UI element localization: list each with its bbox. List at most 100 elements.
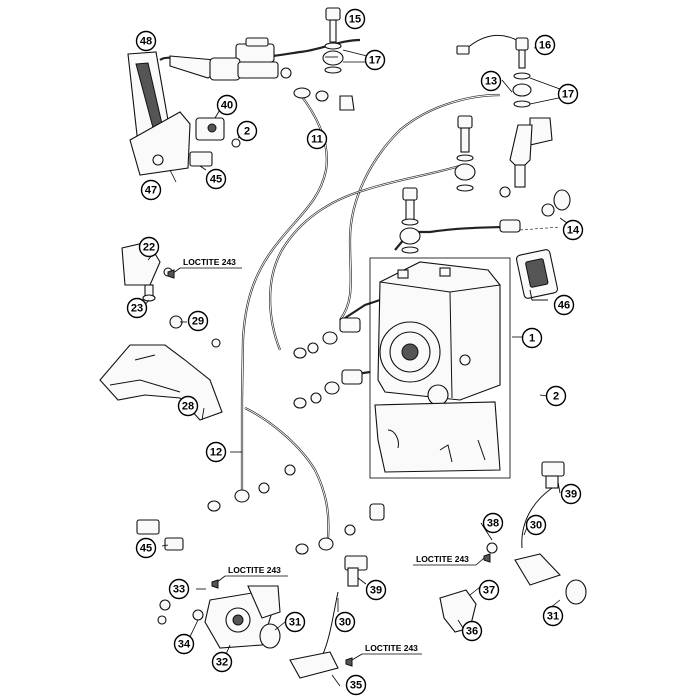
callout-number: 47	[145, 185, 157, 197]
callout-11: 11	[306, 128, 328, 150]
callout-circle	[205, 441, 227, 463]
callout-28: 28	[177, 395, 199, 417]
callout-12: 12	[205, 441, 227, 463]
callout-17: 17	[364, 49, 386, 71]
callout-number: 2	[553, 391, 559, 403]
callout-34: 34	[173, 633, 195, 655]
callout-circle	[187, 310, 209, 332]
callout-circle	[480, 70, 502, 92]
clamp-assembly	[189, 117, 241, 167]
callout-30: 30	[334, 611, 356, 633]
callout-number: 35	[350, 680, 362, 692]
loctite-note-2: LOCTITE 243	[211, 565, 288, 589]
callout-circle	[478, 579, 500, 601]
callout-circle	[216, 94, 238, 116]
callout-circle	[334, 611, 356, 633]
abs-hydraulic-unit	[369, 257, 511, 479]
callout-number: 33	[173, 584, 185, 596]
loctite-label: LOCTITE 243	[365, 643, 418, 653]
callout-number: 45	[140, 543, 152, 555]
callout-number: 45	[210, 174, 222, 186]
callout-39: 39	[365, 579, 387, 601]
pressure-sensor-assembly	[456, 34, 532, 108]
callout-circle	[284, 611, 306, 633]
wheel-speed-sensor-bracket	[99, 241, 223, 421]
callout-number: 36	[466, 626, 478, 638]
callout-circle	[211, 651, 233, 673]
banjo-bolt-assembly-top	[322, 7, 344, 74]
callout-number: 28	[182, 401, 194, 413]
callout-number: 37	[483, 585, 495, 597]
callout-45: 45	[135, 537, 157, 559]
callout-circle	[521, 327, 543, 349]
callout-2: 2	[236, 120, 258, 142]
callout-circle	[344, 8, 366, 30]
hand-guard-bracket	[127, 51, 191, 176]
callout-33: 33	[168, 578, 190, 600]
callout-circle	[135, 30, 157, 52]
callout-circle	[542, 605, 564, 627]
callout-15: 15	[344, 8, 366, 30]
callout-number: 22	[143, 242, 155, 254]
callout-47: 47	[140, 179, 162, 201]
callout-48: 48	[135, 30, 157, 52]
callout-37: 37	[478, 579, 500, 601]
callout-number: 31	[289, 617, 301, 629]
callout-circle	[205, 168, 227, 190]
loctite-label: LOCTITE 243	[228, 565, 281, 575]
callout-number: 16	[539, 40, 551, 52]
callout-number: 2	[244, 126, 250, 138]
callout-circle	[177, 395, 199, 417]
callout-36: 36	[461, 620, 483, 642]
callout-circle	[562, 219, 584, 241]
callout-40: 40	[216, 94, 238, 116]
callout-number: 1	[529, 333, 535, 345]
callout-circle	[173, 633, 195, 655]
callout-circle	[365, 579, 387, 601]
callout-31: 31	[542, 605, 564, 627]
loctite-note-1: LOCTITE 243	[167, 257, 242, 279]
callout-number: 17	[369, 55, 381, 67]
callout-number: 34	[178, 639, 191, 651]
callout-number: 31	[547, 611, 559, 623]
callout-22: 22	[138, 236, 160, 258]
callout-circle	[140, 179, 162, 201]
callout-circle	[482, 512, 504, 534]
callout-circle	[545, 385, 567, 407]
abs-line-fittings	[207, 317, 385, 555]
abs-unit-outline	[369, 257, 511, 479]
callout-circle	[560, 483, 582, 505]
loctite-label: LOCTITE 243	[183, 257, 236, 267]
callout-circle	[126, 297, 148, 319]
callout-circle	[461, 620, 483, 642]
cable-clip-left	[136, 519, 184, 551]
callout-39: 39	[560, 483, 582, 505]
callout-29: 29	[187, 310, 209, 332]
callout-circle	[135, 537, 157, 559]
callout-number: 40	[221, 100, 233, 112]
front-wheel-speed-sensor	[439, 461, 587, 633]
loctite-note-4: LOCTITE 243	[413, 553, 491, 566]
callout-number: 23	[131, 303, 143, 315]
callout-circle	[168, 578, 190, 600]
callout-number: 15	[349, 14, 361, 26]
callout-circle	[534, 34, 556, 56]
callout-number: 17	[562, 89, 574, 101]
callout-16: 16	[534, 34, 556, 56]
callout-number: 13	[485, 76, 497, 88]
center-banjo-stack	[399, 115, 476, 254]
callout-number: 30	[530, 520, 542, 532]
rear-wheel-speed-sensor	[157, 555, 368, 679]
callout-number: 39	[565, 489, 577, 501]
loctite-label: LOCTITE 243	[416, 554, 469, 564]
callout-13: 13	[480, 70, 502, 92]
callout-23: 23	[126, 297, 148, 319]
callout-number: 11	[311, 134, 323, 146]
callout-2: 2	[545, 385, 567, 407]
callout-35: 35	[345, 674, 367, 696]
callout-number: 12	[210, 447, 222, 459]
callout-circle	[236, 120, 258, 142]
callout-circle	[345, 674, 367, 696]
